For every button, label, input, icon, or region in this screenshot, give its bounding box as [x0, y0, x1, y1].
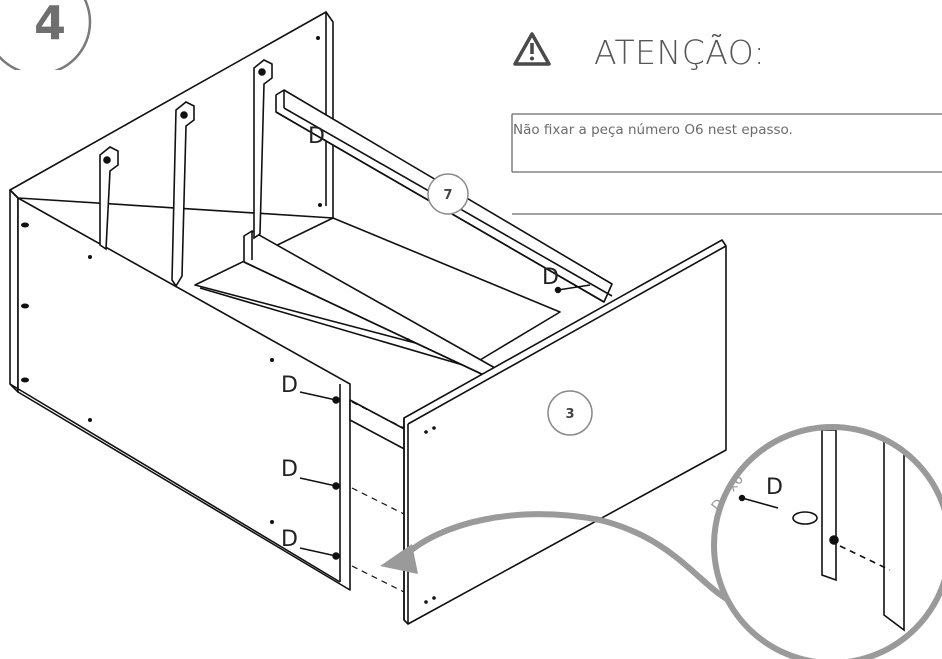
part-bubble-3: 3 [547, 390, 593, 436]
detail-arrow [380, 511, 742, 609]
left-side-panel [9, 189, 351, 591]
d-label-front-1: D [281, 373, 298, 398]
d-label-rail: D [542, 265, 559, 290]
part-3-label: 3 [565, 407, 574, 422]
warning-triangle-icon [513, 32, 551, 66]
front-bottom-rail [349, 399, 411, 453]
panel-holes [21, 36, 436, 604]
step-number: 4 [33, 0, 66, 50]
d-label-front-3: D [281, 527, 298, 552]
attention-note: Não fixar a peça número O6 nest epasso. [513, 122, 793, 138]
part-bubble-7: 7 [427, 173, 469, 215]
d-label-front-2: D [281, 457, 298, 482]
part-7-label: 7 [443, 188, 452, 203]
guide-lines [351, 401, 405, 593]
d-label-rear: D [308, 124, 325, 149]
wall-brackets [99, 59, 273, 288]
attention-title: ATENÇÃO: [594, 33, 766, 72]
screws [299, 284, 591, 560]
bracket-middle [171, 101, 195, 288]
step-circle-icon [0, 0, 92, 70]
detail-screw [738, 494, 779, 509]
bracket-right [253, 59, 273, 240]
note-box [511, 113, 942, 215]
step-number-badge: 4 [0, 0, 102, 70]
bracket-left [99, 146, 119, 251]
d-label-detail: D [766, 475, 783, 500]
detail-magnifier [711, 424, 942, 659]
